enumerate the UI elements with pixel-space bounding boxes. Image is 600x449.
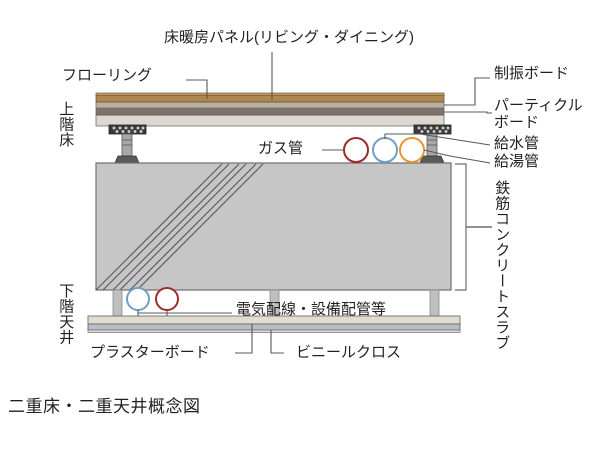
label-damping-board: 制振ボード [494, 65, 570, 82]
label-floor-heating-panel: 床暖房パネル(リビング・ダイニング) [164, 29, 414, 46]
ceiling-post-right [429, 289, 440, 317]
label-lower-ceiling: 下階天井 [57, 283, 75, 345]
label-hot-water-pipe: 給湯管 [494, 153, 540, 170]
label-flooring: フローリング [62, 67, 153, 84]
concrete-hatch-lines [95, 163, 264, 291]
ceiling-bottom-finish [87, 329, 461, 333]
leader-particle-board [444, 111, 492, 114]
figure-caption: 二重床・二重天井概念図 [8, 397, 201, 416]
label-water-supply-pipe: 給水管 [494, 135, 540, 152]
leader-lines [137, 52, 492, 354]
label-plaster-board: プラスターボード [90, 344, 210, 361]
label-gas-pipe: ガス管 [258, 140, 304, 157]
pedestal-plate-hatch [112, 126, 145, 133]
lower-pipe-group [126, 287, 179, 311]
ceiling-post-left [112, 289, 123, 317]
flooring-layer [95, 94, 445, 103]
label-electrical-wiring: 電気配線・設備配管等 [236, 301, 387, 318]
reinforced-concrete-slab [95, 162, 452, 291]
particle-board-layer [95, 107, 445, 116]
label-upper-floor: 上階床 [57, 101, 75, 148]
leader-hot-water [423, 149, 491, 164]
leader-plaster-board [235, 324, 253, 354]
gas-pipe-symbol [343, 137, 369, 163]
label-rc-slab: 鉄筋コンクリートスラブ [493, 180, 511, 351]
pedestal-base [419, 155, 445, 164]
floor-pedestal-left [108, 124, 147, 164]
pedestal-base [114, 155, 140, 164]
leader-water-supply [384, 133, 491, 146]
water-supply-pipe-symbol [372, 137, 398, 163]
floor-pedestal-right [413, 124, 452, 164]
ceiling-pipe-gas-symbol [155, 287, 179, 311]
leader-flooring [186, 79, 208, 99]
lower-ceiling-assembly [87, 315, 461, 333]
label-vinyl-cloth: ビニールクロス [296, 344, 402, 361]
upper-floor-assembly [95, 92, 445, 127]
damping-board-layer [95, 101, 445, 109]
floor-substrate-layer [95, 114, 445, 127]
ceiling-pipe-water-symbol [126, 287, 150, 311]
label-particle-board-line2: ボード [494, 114, 540, 131]
leader-vinyl-cloth [270, 330, 284, 354]
hot-water-pipe-symbol [399, 137, 425, 163]
label-particle-board-line1: パーティクル [494, 97, 583, 114]
pedestal-plate-hatch [417, 126, 450, 133]
upper-pipe-group [343, 137, 425, 163]
leader-damping-board [444, 77, 490, 106]
vinyl-cloth-layer [87, 323, 461, 331]
concrete-slab-body [95, 162, 452, 291]
flooring-top-finish [95, 92, 445, 96]
